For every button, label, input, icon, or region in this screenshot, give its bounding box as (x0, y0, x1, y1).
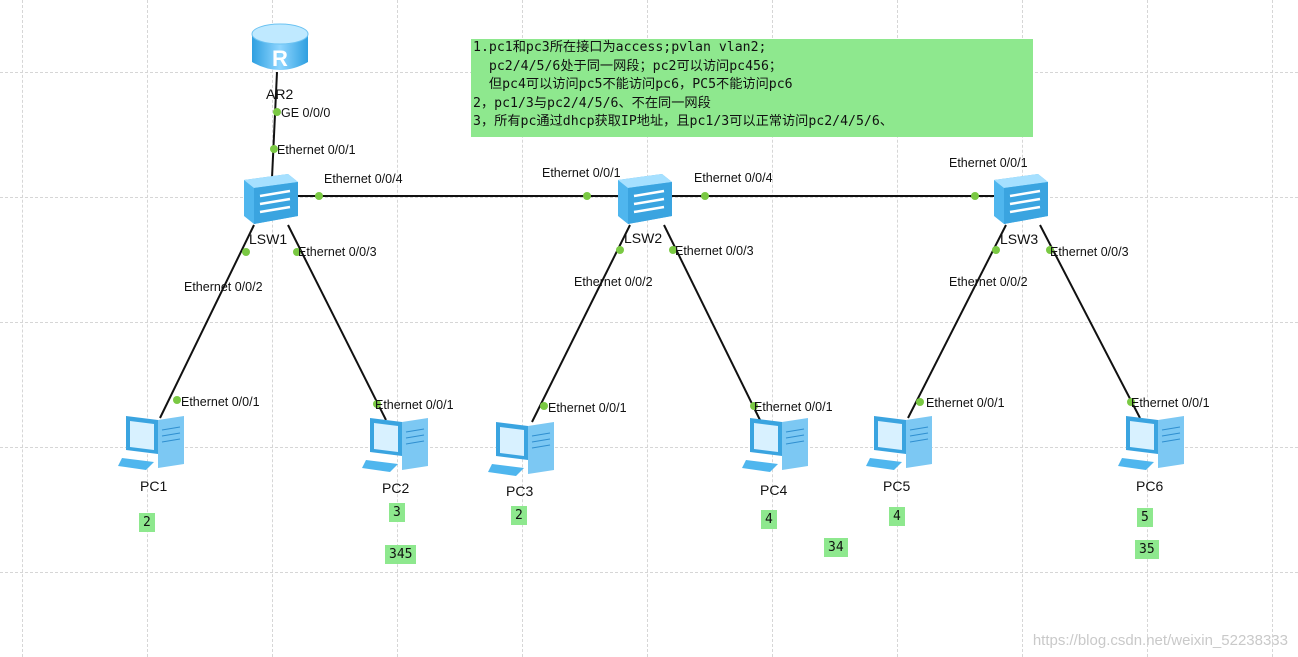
pc-icon[interactable] (742, 412, 812, 476)
port-dot (315, 192, 323, 200)
vlan-tag: 2 (139, 513, 155, 532)
port-label: Ethernet 0/0/1 (181, 395, 260, 409)
vlan-tag: 35 (1135, 540, 1159, 559)
vlan-tag: 4 (889, 507, 905, 526)
pc-name: PC1 (140, 478, 168, 494)
pc-icon[interactable] (1118, 410, 1188, 474)
grid-line (397, 0, 398, 657)
svg-text:R: R (272, 46, 288, 71)
port-label: Ethernet 0/0/1 (548, 401, 627, 415)
port-label: Ethernet 0/0/4 (324, 172, 403, 186)
grid-line (647, 0, 648, 657)
vlan-tag: 34 (824, 538, 848, 557)
router-icon[interactable]: R (250, 22, 310, 78)
link-lsw1-pc1[interactable] (159, 224, 255, 419)
vlan-tag: 345 (385, 545, 417, 564)
vlan-tag: 3 (389, 503, 405, 522)
link-ar2-lsw1[interactable] (271, 71, 278, 179)
router-name: AR2 (266, 86, 294, 102)
port-dot (583, 192, 591, 200)
config-note: 1.pc1和pc3所在接口为access;pvlan vlan2; pc2/4/… (471, 39, 1033, 137)
switch-name: LSW3 (1000, 231, 1039, 247)
pc-icon[interactable] (118, 410, 188, 474)
port-dot (669, 246, 677, 254)
port-dot (373, 400, 381, 408)
switch-name: LSW1 (249, 231, 288, 247)
grid-line (0, 447, 1298, 448)
vlan-tag: 5 (1137, 508, 1153, 527)
port-dot (916, 398, 924, 406)
port-label: Ethernet 0/0/3 (298, 245, 377, 259)
switch-icon[interactable] (990, 170, 1050, 226)
vlan-tag: 2 (511, 506, 527, 525)
port-label: Ethernet 0/0/3 (1050, 245, 1129, 259)
note-line: 2，pc1/3与pc2/4/5/6、不在同一网段 (473, 95, 711, 111)
link-lsw3-pc5[interactable] (907, 224, 1007, 419)
port-label: Ethernet 0/0/3 (675, 244, 754, 258)
pc-name: PC5 (883, 478, 911, 494)
switch-icon[interactable] (614, 170, 674, 226)
link-lsw3-pc6[interactable] (1039, 224, 1141, 419)
vlan-tag: 4 (761, 510, 777, 529)
port-dot (1046, 246, 1054, 254)
note-line: 但pc4可以访问pc5不能访问pc6，PC5不能访问pc6 (473, 77, 793, 92)
note-line: 3，所有pc通过dhcp获取IP地址，且pc1/3可以正常访问pc2/4/5/6… (473, 114, 893, 129)
port-label: Ethernet 0/0/1 (375, 398, 454, 412)
grid-line (147, 0, 148, 657)
port-label: Ethernet 0/0/1 (277, 143, 356, 157)
grid-line (1147, 0, 1148, 657)
port-dot (273, 108, 281, 116)
grid-line (772, 0, 773, 657)
port-label: Ethernet 0/0/2 (949, 275, 1028, 289)
port-label: Ethernet 0/0/1 (542, 166, 621, 180)
pc-name: PC4 (760, 482, 788, 498)
port-dot (1127, 398, 1135, 406)
grid-line (1272, 0, 1273, 657)
link-lsw2-pc4[interactable] (663, 224, 761, 421)
port-dot (992, 246, 1000, 254)
port-dot (173, 396, 181, 404)
grid-line (897, 0, 898, 657)
port-label: Ethernet 0/0/2 (184, 280, 263, 294)
switch-icon[interactable] (240, 170, 300, 226)
port-dot (270, 145, 278, 153)
grid-line (272, 0, 273, 657)
pc-icon[interactable] (866, 410, 936, 474)
grid-line (0, 572, 1298, 573)
port-label: Ethernet 0/0/1 (1131, 396, 1210, 410)
port-dot (750, 402, 758, 410)
pc-name: PC3 (506, 483, 534, 499)
port-label: GE 0/0/0 (281, 106, 331, 120)
grid-line (522, 0, 523, 657)
port-label: Ethernet 0/0/1 (754, 400, 833, 414)
port-dot (701, 192, 709, 200)
link-lsw2-pc3[interactable] (531, 224, 631, 423)
grid-line (22, 0, 23, 657)
note-line: 1.pc1和pc3所在接口为access;pvlan vlan2; (473, 40, 767, 55)
port-label: Ethernet 0/0/2 (574, 275, 653, 289)
port-dot (540, 402, 548, 410)
port-dot (616, 246, 624, 254)
port-dot (971, 192, 979, 200)
pc-icon[interactable] (488, 416, 558, 480)
port-label: Ethernet 0/0/4 (694, 171, 773, 185)
link-lsw1-pc2[interactable] (287, 224, 387, 421)
port-label: Ethernet 0/0/1 (949, 156, 1028, 170)
pc-icon[interactable] (362, 412, 432, 476)
note-line: pc2/4/5/6处于同一网段；pc2可以访问pc456； (473, 58, 783, 74)
grid-line (0, 322, 1298, 323)
switch-name: LSW2 (624, 230, 663, 246)
grid-line (1022, 0, 1023, 657)
pc-name: PC2 (382, 480, 410, 496)
watermark: https://blog.csdn.net/weixin_52238333 (1032, 632, 1288, 649)
pc-name: PC6 (1136, 478, 1164, 494)
port-dot (242, 248, 250, 256)
port-dot (293, 248, 301, 256)
port-label: Ethernet 0/0/1 (926, 396, 1005, 410)
